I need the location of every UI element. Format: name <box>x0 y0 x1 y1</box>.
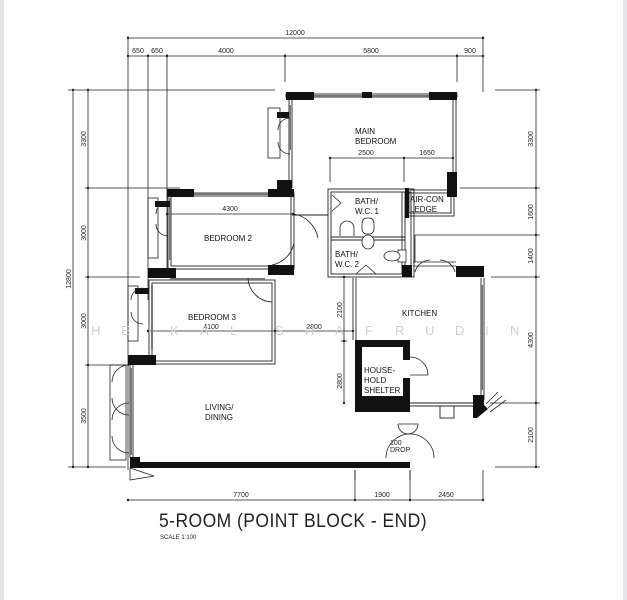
svg-text:1400: 1400 <box>528 248 535 264</box>
room-aircon-ledge: AIR-CON <box>410 195 444 204</box>
svg-text:HOLD: HOLD <box>364 376 386 385</box>
svg-text:H: H <box>91 323 100 338</box>
room-kitchen: KITCHEN <box>402 309 437 318</box>
svg-text:3000: 3000 <box>81 225 88 241</box>
svg-text:A: A <box>200 323 209 338</box>
svg-text:D: D <box>455 323 464 338</box>
svg-text:2100: 2100 <box>337 302 344 318</box>
svg-text:R: R <box>395 323 404 338</box>
room-household-shelter: HOUSE- <box>364 366 395 375</box>
dimension-lines <box>68 36 540 501</box>
structural-columns <box>128 92 488 468</box>
svg-text:650: 650 <box>132 48 144 55</box>
svg-text:E: E <box>121 323 130 338</box>
svg-text:4100: 4100 <box>203 324 219 331</box>
svg-text:3300: 3300 <box>528 131 535 147</box>
svg-text:N: N <box>510 323 519 338</box>
svg-text:2800: 2800 <box>337 373 344 389</box>
svg-text:4300: 4300 <box>222 206 238 213</box>
drop-label: 100 <box>390 440 402 447</box>
room-bath-wc-2: BATH/ <box>335 250 359 259</box>
svg-text:1650: 1650 <box>419 150 435 157</box>
room-main-bedroom: MAIN <box>355 127 375 136</box>
svg-text:SHELTER: SHELTER <box>364 386 401 395</box>
svg-text:A: A <box>335 323 344 338</box>
svg-text:1900: 1900 <box>374 492 390 499</box>
door-swings <box>109 107 507 481</box>
svg-text:3500: 3500 <box>81 408 88 424</box>
svg-text:3000: 3000 <box>81 313 88 329</box>
drawing-scale: SCALE 1:100 <box>160 535 197 541</box>
svg-text:LEDGE: LEDGE <box>410 205 437 214</box>
room-living-dining: LIVING/ <box>205 403 234 412</box>
svg-text:4000: 4000 <box>218 48 234 55</box>
svg-text:7700: 7700 <box>233 492 249 499</box>
svg-text:650: 650 <box>151 48 163 55</box>
dimension-labels: 12000 650 650 4000 5800 900 12800 3300 3… <box>66 30 535 499</box>
svg-text:5800: 5800 <box>363 48 379 55</box>
watermark: H E I K A L S H A F R U D I N <box>91 323 519 338</box>
svg-text:K: K <box>170 323 179 338</box>
svg-text:W.C. 1: W.C. 1 <box>355 207 380 216</box>
svg-text:U: U <box>425 323 434 338</box>
svg-text:BEDROOM: BEDROOM <box>355 137 397 146</box>
svg-text:H: H <box>305 323 314 338</box>
room-bedroom-2: BEDROOM 2 <box>204 234 253 243</box>
svg-text:2800: 2800 <box>306 324 322 331</box>
svg-text:2500: 2500 <box>358 150 374 157</box>
svg-text:L: L <box>230 323 237 338</box>
svg-text:W.C. 2: W.C. 2 <box>335 260 360 269</box>
svg-text:I: I <box>485 323 489 338</box>
svg-text:900: 900 <box>464 48 476 55</box>
svg-text:12000: 12000 <box>285 30 305 37</box>
svg-text:12800: 12800 <box>66 269 73 289</box>
svg-text:2100: 2100 <box>528 427 535 443</box>
svg-text:F: F <box>365 323 373 338</box>
svg-text:S: S <box>275 323 284 338</box>
room-labels: MAIN BEDROOM BATH/ W.C. 1 AIR-CON LEDGE … <box>188 127 444 454</box>
drawing-title: 5-ROOM (POINT BLOCK - END) <box>159 511 428 532</box>
svg-text:1600: 1600 <box>528 204 535 220</box>
svg-text:I: I <box>148 323 152 338</box>
svg-text:2450: 2450 <box>438 492 454 499</box>
room-bath-wc-1: BATH/ <box>355 197 379 206</box>
svg-text:DROP: DROP <box>390 447 411 454</box>
svg-text:4300: 4300 <box>528 332 535 348</box>
svg-text:3300: 3300 <box>81 131 88 147</box>
room-bedroom-3: BEDROOM 3 <box>188 313 237 322</box>
sanitary-fixtures <box>339 217 407 263</box>
svg-text:DINING: DINING <box>205 413 233 422</box>
